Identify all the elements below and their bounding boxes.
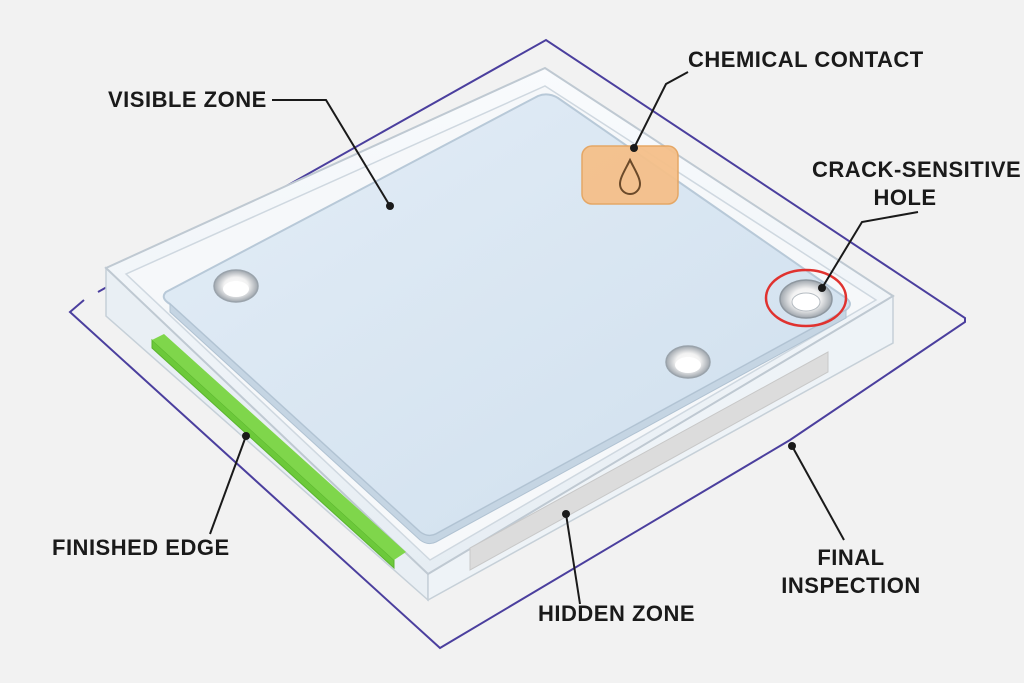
hidden-zone-label: HIDDEN ZONE xyxy=(538,601,696,626)
chemical-contact-label: CHEMICAL CONTACT xyxy=(688,47,924,72)
final-inspection-label-line2: INSPECTION xyxy=(781,573,921,598)
final-inspection-label: FINAL INSPECTION xyxy=(776,544,926,600)
leader-lines xyxy=(209,71,919,605)
leader-final-inspection xyxy=(791,445,845,541)
finished-edge-face xyxy=(152,334,406,560)
crack-highlight-circle xyxy=(764,268,848,328)
leader-dots xyxy=(242,144,826,518)
mounting-hole-bottom xyxy=(665,345,711,379)
leader-finished-edge xyxy=(209,435,247,535)
leader-visible-zone xyxy=(272,99,391,207)
leader-crack-hole xyxy=(821,211,919,289)
leader-hidden-zone xyxy=(565,513,581,605)
droplet-icon xyxy=(618,157,642,195)
final-inspection-label-line1: FINAL xyxy=(817,545,885,570)
crack-sensitive-hole-label-line2: HOLE xyxy=(873,185,937,210)
chemical-contact-patch xyxy=(581,145,679,205)
visible-zone-label: VISIBLE ZONE xyxy=(108,87,267,112)
crack-sensitive-hole-label: CRACK-SENSITIVE HOLE xyxy=(812,156,1022,212)
finished-edge-label: FINISHED EDGE xyxy=(52,535,230,560)
crack-sensitive-hole-label-line1: CRACK-SENSITIVE xyxy=(812,157,1022,182)
hidden-zone-strip xyxy=(469,351,829,571)
final-inspection-outline xyxy=(68,38,966,650)
leader-chemical-contact xyxy=(633,71,689,149)
mounting-hole-left xyxy=(213,269,259,303)
visible-zone-plate-edge xyxy=(169,302,847,545)
visible-zone-plate xyxy=(162,93,851,537)
